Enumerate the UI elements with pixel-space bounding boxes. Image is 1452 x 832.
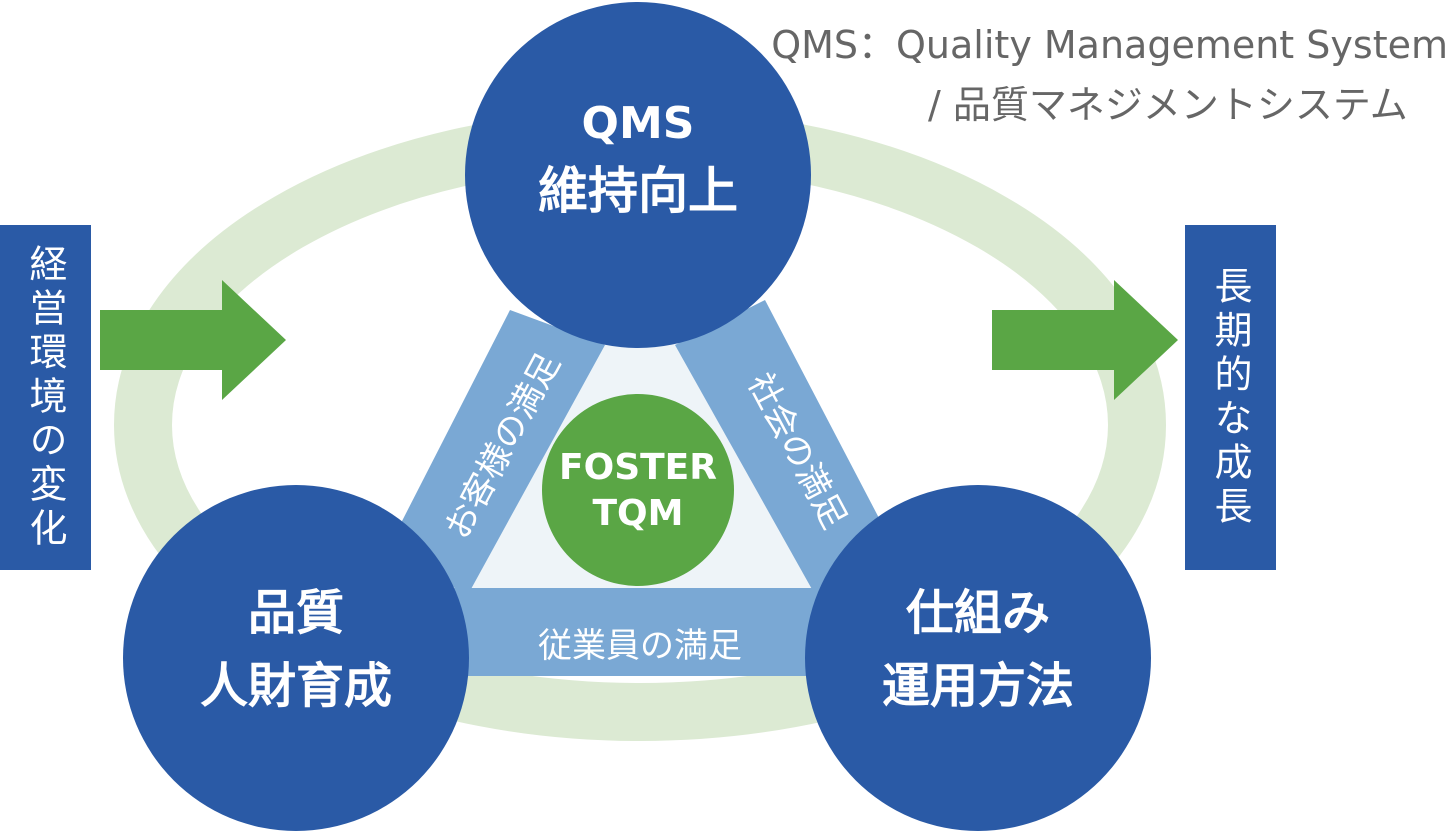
circle-system-line-1: 仕組み — [905, 585, 1050, 641]
circle-system-label: 仕組み 運用方法 — [805, 578, 1151, 724]
note-line-1: QMS：Quality Management System — [771, 23, 1448, 67]
circle-qms-line-1: QMS — [581, 98, 695, 149]
band-right — [675, 300, 880, 600]
band-left — [400, 310, 605, 600]
right-box: 長期的な成長 — [1185, 225, 1276, 570]
left-box: 経営環境の変化 — [0, 225, 91, 570]
circle-foster-line-1: FOSTER — [559, 447, 717, 488]
circle-quality-label: 品質 人財育成 — [123, 578, 469, 724]
arrow-right-icon — [100, 280, 286, 400]
band-bottom — [430, 588, 850, 676]
arrow-right-icon — [992, 280, 1178, 400]
circle-foster — [542, 394, 734, 586]
circle-quality-line-1: 品質 — [247, 585, 344, 641]
side-bottom-label: 従業員の満足 — [538, 626, 742, 666]
circle-foster-line-2: TQM — [592, 493, 684, 534]
circle-quality — [123, 485, 469, 831]
circle-qms-line-2: 維持向上 — [538, 162, 738, 220]
left-box-label: 経営環境の変化 — [23, 243, 67, 552]
right-box-label: 長期的な成長 — [1208, 265, 1252, 530]
circle-qms-label: QMS 維持向上 — [465, 92, 811, 226]
circle-quality-line-2: 人財育成 — [199, 658, 392, 714]
circle-foster-label: FOSTER TQM — [542, 446, 734, 538]
note-line-2: / 品質マネジメントシステム — [928, 83, 1408, 127]
circle-system — [805, 485, 1151, 831]
circle-system-line-2: 運用方法 — [881, 658, 1074, 714]
circle-qms — [465, 2, 811, 348]
